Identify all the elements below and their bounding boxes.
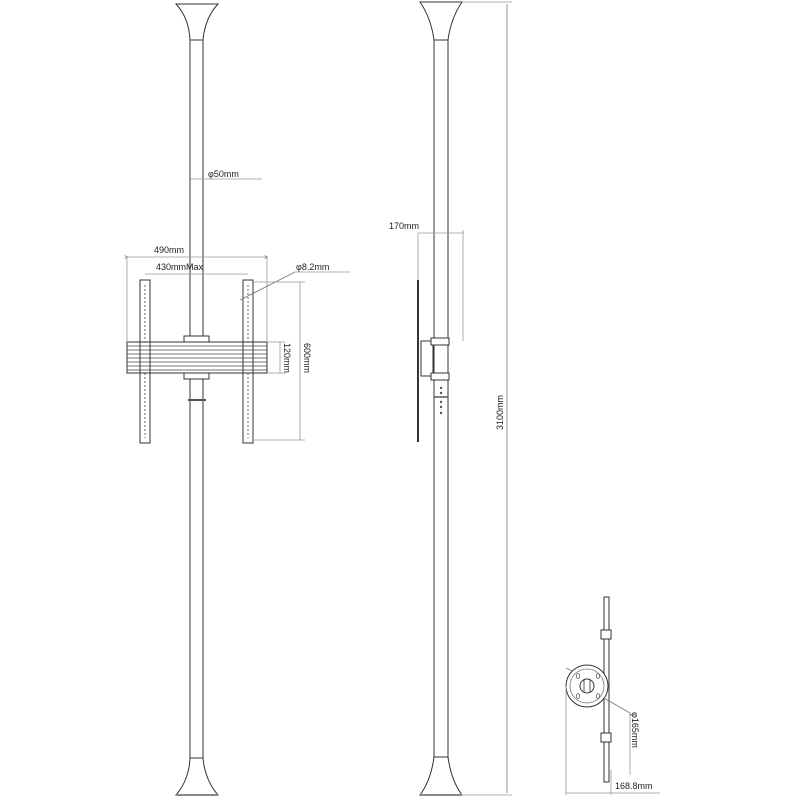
pole-diameter-label: φ50mm: [208, 169, 239, 179]
crossbar-height-label: 120mm: [282, 343, 292, 373]
side-view: [417, 1, 512, 796]
total-height-label: 3100mm: [495, 395, 505, 430]
bracket-width-label: 490mm: [154, 245, 184, 255]
hole-diameter-label: φ8.2mm: [296, 262, 329, 272]
front-view: [127, 3, 350, 796]
depth-label: 168.8mm: [615, 781, 653, 791]
hole-spacing-label: 430mmMax: [156, 262, 204, 272]
top-view: [565, 596, 660, 795]
base-diameter-label: φ165mm: [630, 712, 640, 748]
offset-label: 170mm: [389, 221, 419, 231]
bracket-height-label: 600mm: [302, 343, 312, 373]
